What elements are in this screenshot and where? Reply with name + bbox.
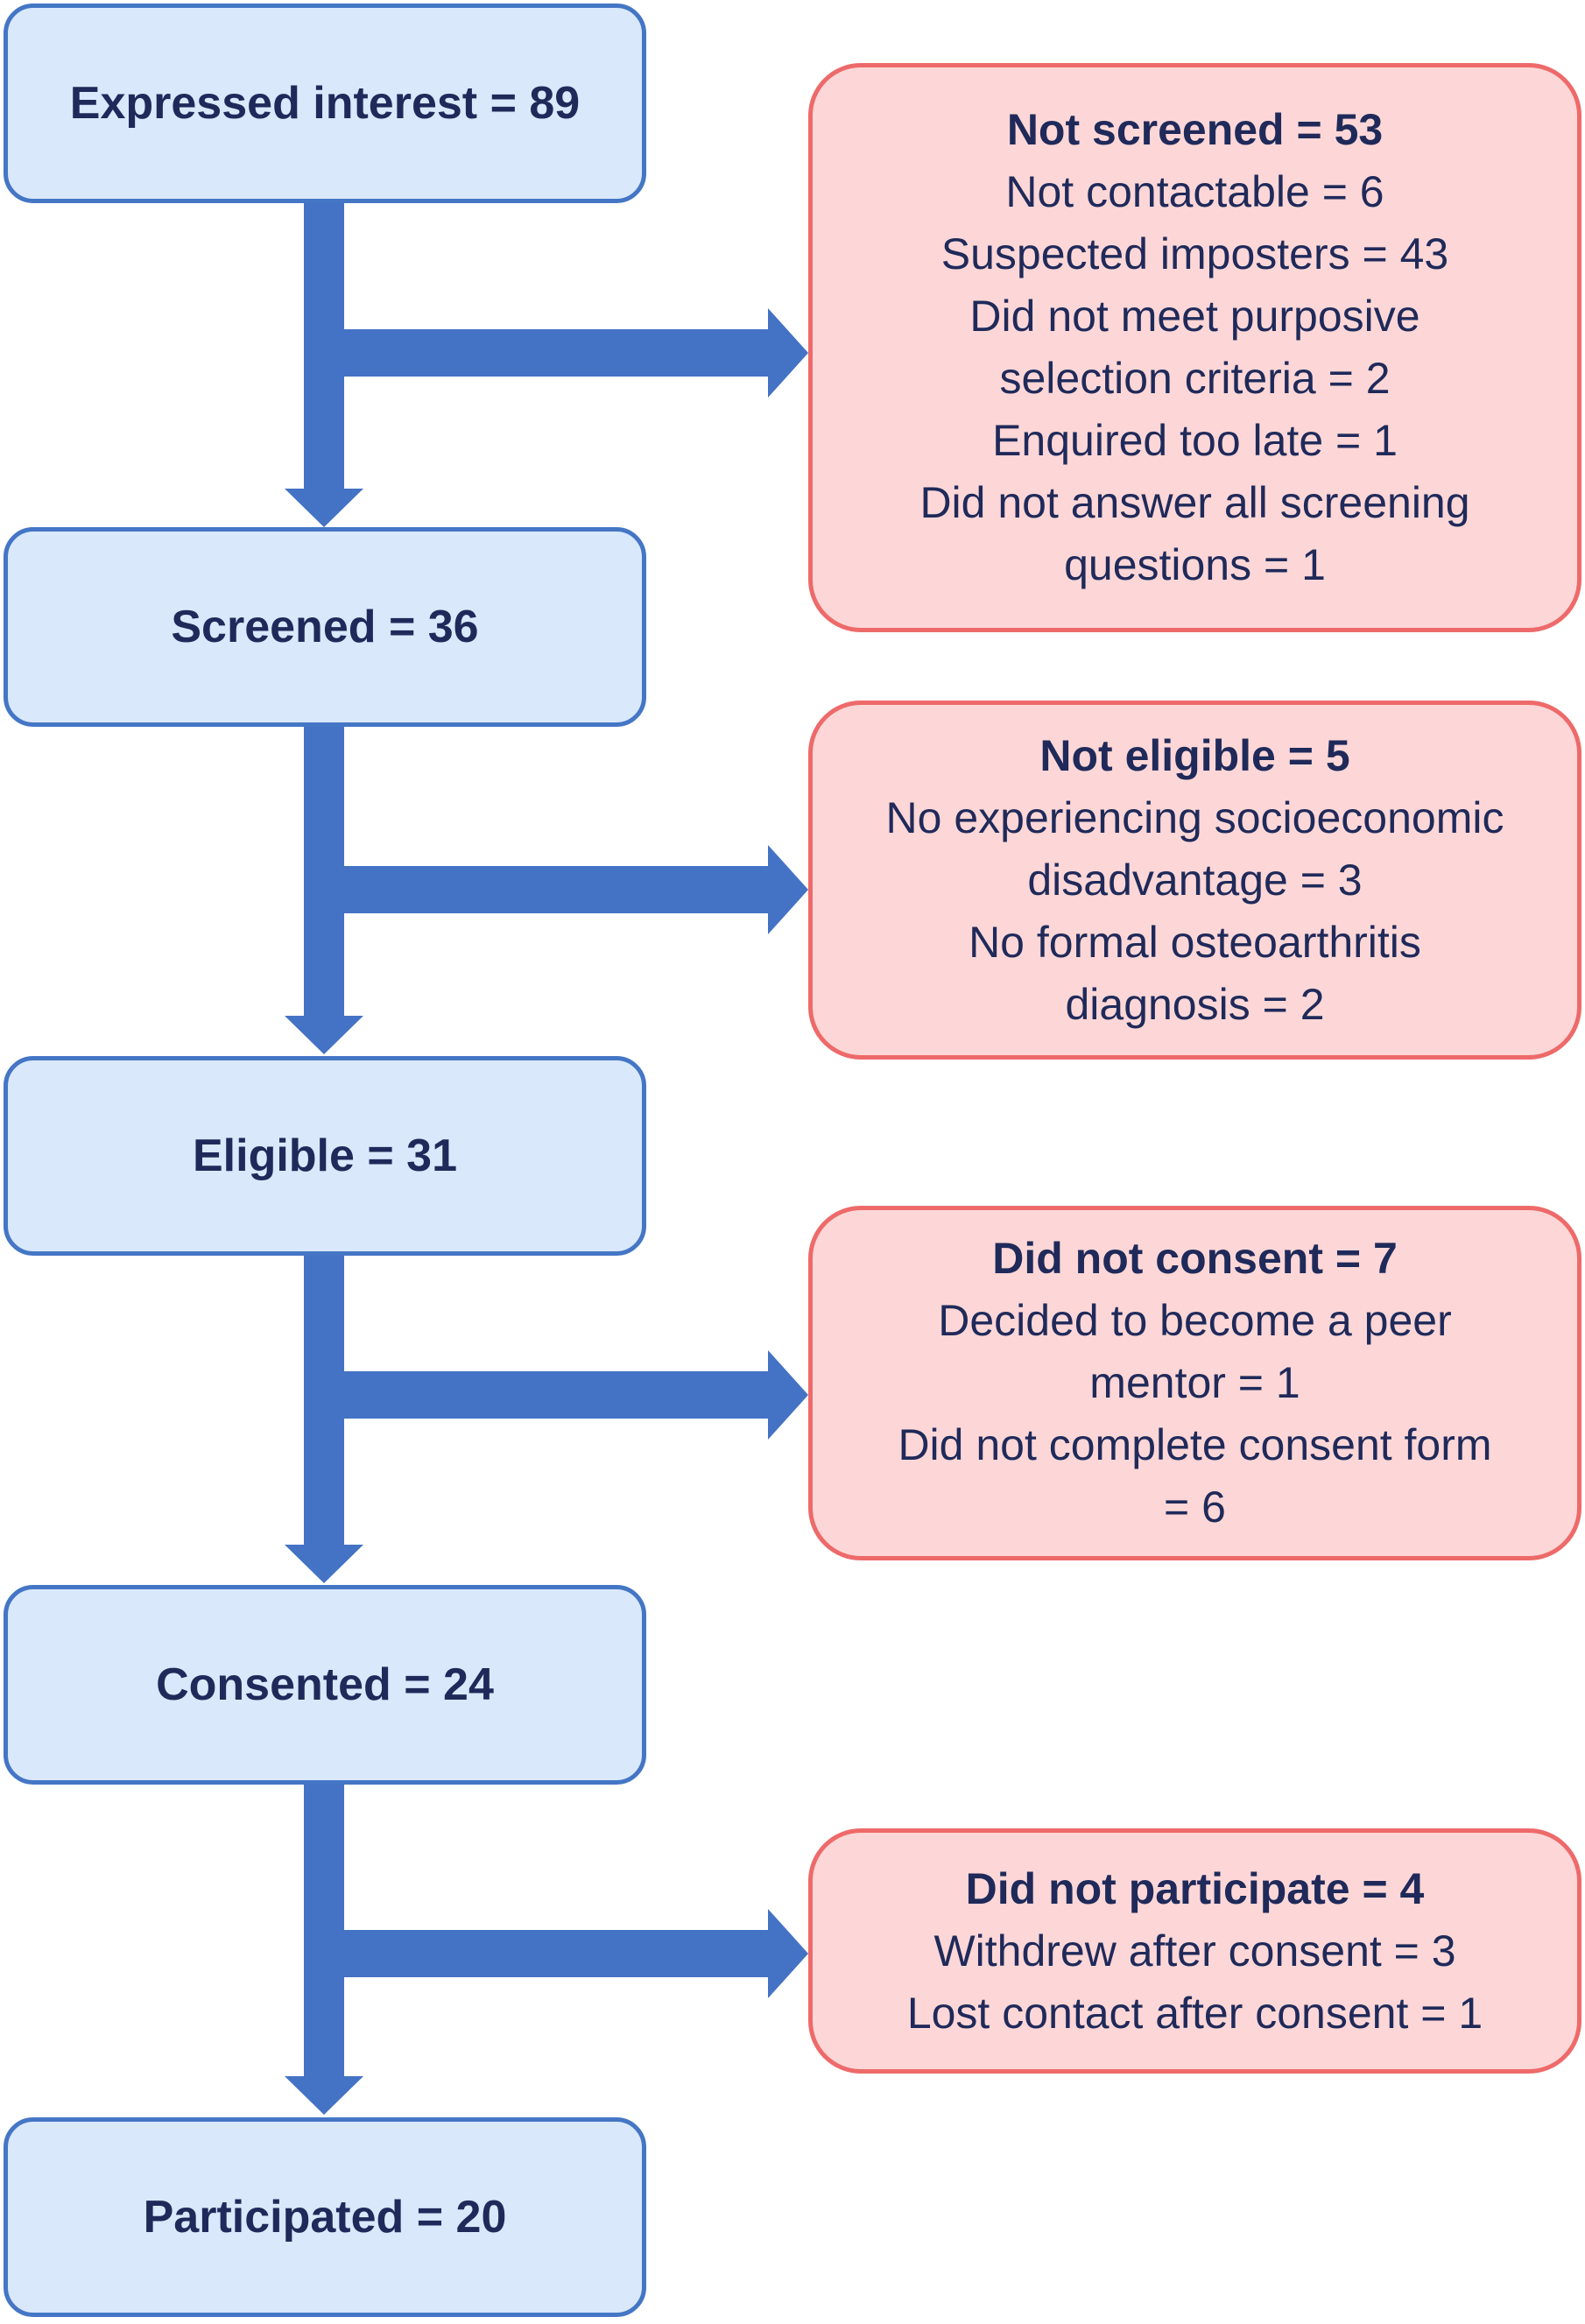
exclusion-line: Decided to become a peer bbox=[938, 1296, 1452, 1345]
stage-label: Participated = 20 bbox=[143, 2192, 507, 2243]
exclusion-line: No formal osteoarthritis bbox=[969, 917, 1421, 967]
connector-right-4 bbox=[344, 1930, 771, 1977]
exclusion-line: mentor = 1 bbox=[1089, 1358, 1300, 1407]
exclusion-line: selection criteria = 2 bbox=[999, 354, 1391, 403]
arrowhead-down-3 bbox=[285, 1545, 363, 1583]
connector-right-2 bbox=[344, 866, 771, 913]
stage-label: Eligible = 31 bbox=[192, 1130, 458, 1181]
stage-label: Screened = 36 bbox=[171, 602, 479, 652]
arrowhead-right-1 bbox=[768, 308, 808, 398]
stage-box-screened: Screened = 36 bbox=[4, 527, 646, 727]
arrowhead-right-3 bbox=[768, 1350, 808, 1440]
stage-box-consented: Consented = 24 bbox=[4, 1585, 646, 1785]
exclusion-title: Did not consent = 7 bbox=[992, 1234, 1398, 1283]
arrowhead-down-2 bbox=[285, 1016, 363, 1054]
arrowhead-right-4 bbox=[768, 1909, 808, 1998]
exclusion-line: Did not complete consent form bbox=[898, 1420, 1492, 1469]
exclusion-line: Did not meet purposive bbox=[969, 292, 1420, 341]
exclusion-title: Not eligible = 5 bbox=[1039, 730, 1350, 780]
exclusion-box-not-eligible: Not eligible = 5 No experiencing socioec… bbox=[808, 701, 1581, 1060]
exclusion-line: Suspected imposters = 43 bbox=[940, 229, 1449, 278]
exclusion-box-did-not-consent: Did not consent = 7 Decided to become a … bbox=[808, 1206, 1581, 1560]
connector-right-3 bbox=[344, 1371, 771, 1419]
stage-label: Expressed interest = 89 bbox=[69, 78, 581, 129]
exclusion-line: Not contactable = 6 bbox=[1005, 167, 1384, 216]
exclusion-line: Did not answer all screening bbox=[919, 478, 1470, 527]
arrowhead-down-4 bbox=[285, 2076, 363, 2115]
exclusion-line: questions = 1 bbox=[1064, 540, 1326, 589]
stage-label: Consented = 24 bbox=[156, 1659, 494, 1710]
exclusion-box-not-screened: Not screened = 53 Not contactable = 6 Su… bbox=[808, 63, 1581, 632]
exclusion-line: No experiencing socioeconomic bbox=[885, 792, 1504, 842]
stage-box-eligible: Eligible = 31 bbox=[4, 1056, 646, 1256]
exclusion-line: diagnosis = 2 bbox=[1065, 979, 1325, 1029]
arrowhead-right-2 bbox=[768, 845, 808, 934]
exclusion-line: Lost contact after consent = 1 bbox=[906, 1988, 1483, 2038]
stage-box-participated: Participated = 20 bbox=[4, 2117, 646, 2317]
connector-down-2 bbox=[304, 727, 344, 1016]
connector-down-3 bbox=[304, 1256, 344, 1545]
exclusion-title: Not screened = 53 bbox=[1006, 105, 1384, 154]
connector-right-1 bbox=[344, 329, 771, 377]
exclusion-line: disadvantage = 3 bbox=[1027, 855, 1363, 905]
exclusion-title: Did not participate = 4 bbox=[965, 1863, 1425, 1913]
exclusion-line: Enquired too late = 1 bbox=[992, 416, 1398, 465]
arrowhead-down-1 bbox=[285, 489, 363, 527]
connector-down-4 bbox=[304, 1785, 344, 2076]
exclusion-line: Withdrew after consent = 3 bbox=[933, 1926, 1456, 1975]
exclusion-line: = 6 bbox=[1164, 1482, 1226, 1532]
exclusion-box-did-not-participate: Did not participate = 4 Withdrew after c… bbox=[808, 1828, 1581, 2074]
connector-down-1 bbox=[304, 200, 344, 489]
stage-box-expressed-interest: Expressed interest = 89 bbox=[4, 4, 646, 203]
